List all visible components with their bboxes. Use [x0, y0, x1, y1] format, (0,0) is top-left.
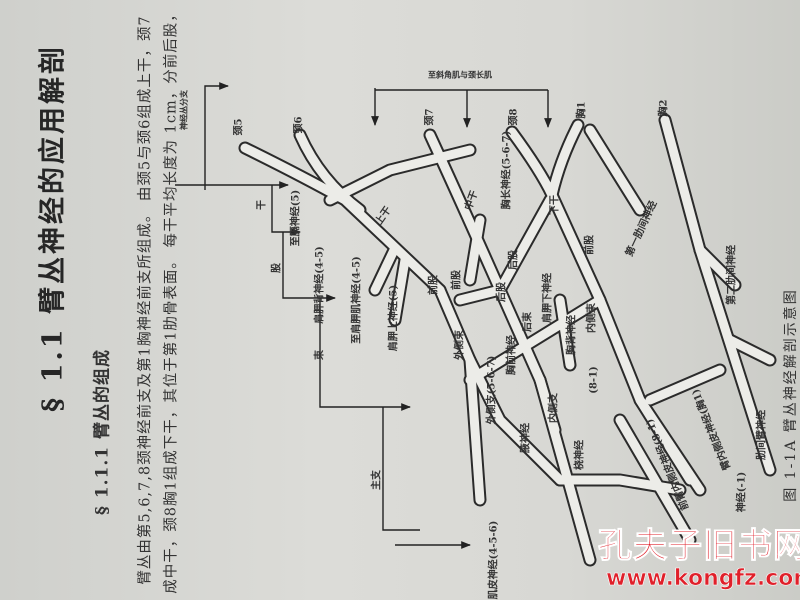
- nerve-segment: [370, 243, 400, 295]
- label-posterior-div-2: 后股: [508, 250, 520, 270]
- label-medial-root-seg: (8-1): [588, 366, 600, 394]
- label-medial-cord: 内侧束: [586, 303, 598, 333]
- label-root-branch: 神经丛分支: [178, 90, 189, 130]
- watermark-url[interactable]: www.kongfz.com: [606, 566, 800, 592]
- label-anterior-div-1: 前股: [428, 275, 440, 295]
- label-pectoral: 胸前神经: [506, 335, 518, 375]
- label-musculocutaneous: 肌皮神经(4-5-6): [488, 520, 500, 600]
- nerve-segment: [725, 335, 775, 365]
- label-intercostobrachial: 肋间臂神经: [756, 410, 768, 460]
- nerve-segment: [547, 120, 583, 200]
- nerve-segment: [615, 415, 695, 545]
- label-anterior-div-2: 前股: [451, 270, 463, 290]
- watermark-name: 孔夫子旧书网: [598, 526, 800, 567]
- label-subclavius: 至肩胛肌神经(4-5): [351, 256, 363, 344]
- label-phrenic: 至膈神经(5): [290, 189, 302, 247]
- label-posterior-div-1: 后股: [496, 282, 508, 302]
- label-long-thoracic: 胸长神经(5-6-7): [501, 130, 513, 210]
- level-bracket-lines: [175, 82, 552, 549]
- label-radial: 桡神经: [574, 440, 586, 470]
- label-axillary: 腋神经: [520, 423, 532, 453]
- label-t2: 胸2: [658, 99, 670, 117]
- label-lateral-root: 外侧支(5-6-7): [486, 355, 498, 425]
- label-medial-root: 内侧支: [548, 393, 560, 423]
- nerve-segment: [695, 245, 740, 290]
- label-ulnar-partial: 神经(-1): [736, 471, 748, 513]
- nerve-segment: [555, 295, 575, 370]
- nerve-segment: [495, 195, 555, 295]
- nerve-segment: [645, 365, 725, 405]
- label-branch-level: 主支: [371, 470, 383, 490]
- label-anterior-div-3: 前股: [584, 235, 596, 255]
- label-c8: 颈8: [508, 108, 520, 126]
- label-dorsal-scapular: 肩胛背神经(4-5): [314, 246, 326, 324]
- label-c5: 颈5: [233, 118, 245, 136]
- figure-caption: 图 1-1A 臂丛神经解剖示意图: [783, 288, 799, 502]
- label-subscapular: 肩胛下神经: [542, 273, 554, 323]
- nerve-fills: [240, 115, 775, 565]
- label-lateral-cord: 外侧束: [454, 330, 466, 360]
- label-t1: 胸1: [576, 101, 588, 119]
- nerve-segment: [390, 255, 410, 325]
- label-scalene: 至斜角肌与颈长肌: [428, 69, 492, 80]
- nerve-segment: [535, 375, 560, 435]
- label-second-intercostal: 第二肋间神经: [726, 245, 738, 305]
- nerve-segment: [465, 215, 485, 285]
- label-suprascapular: 肩胛上神经(5): [388, 284, 400, 352]
- label-division-level: 股: [271, 263, 283, 273]
- label-lower-trunk: 下干: [549, 195, 561, 215]
- nerve-segment: [425, 130, 545, 385]
- label-trunk-level: 干: [256, 200, 268, 210]
- nerve-segment: [585, 125, 645, 215]
- nerve-segment: [465, 295, 605, 385]
- nerve-segment: [635, 395, 695, 485]
- label-c6: 颈6: [293, 116, 305, 134]
- nerve-segment: [435, 285, 565, 485]
- nerve-segment: [455, 285, 505, 305]
- label-c7: 颈7: [424, 108, 436, 126]
- nerve-segment: [295, 130, 365, 215]
- label-posterior-cord: 后束: [522, 312, 534, 332]
- nerve-segment: [507, 127, 705, 495]
- label-thoracodorsal: 胸背神经: [566, 315, 578, 355]
- label-cord-level: 束: [314, 350, 326, 360]
